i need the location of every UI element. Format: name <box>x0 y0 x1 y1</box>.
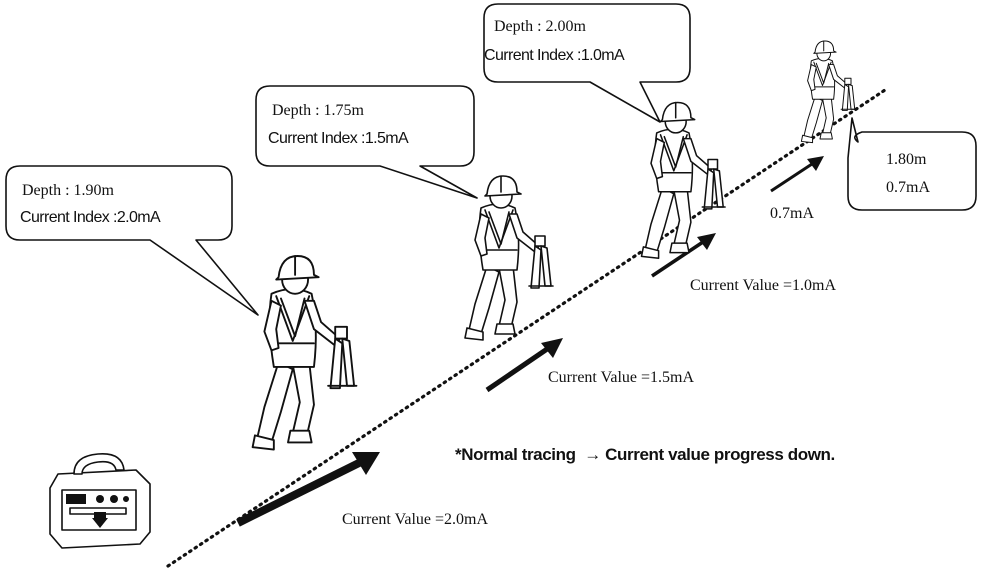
current-label-2-0mA: Current Value =2.0mA <box>342 511 488 528</box>
callout-3-current: Current Index :1.0mA <box>484 47 625 64</box>
callout-2-depth: Depth : 1.75m <box>272 102 365 119</box>
current-label-1-5mA: Current Value =1.5mA <box>548 369 694 386</box>
callout-1: Depth : 1.90m Current Index :2.0mA <box>5 165 259 316</box>
callout-3-depth: Depth : 2.00m <box>494 18 587 35</box>
callout-4: 1.80m 0.7mA <box>847 117 977 211</box>
arrow-0-7mA <box>770 156 824 193</box>
current-label-1-0mA: Current Value =1.0mA <box>690 277 836 294</box>
callout-2-current: Current Index :1.5mA <box>268 130 409 147</box>
callout-3: Depth : 2.00m Current Index :1.0mA <box>483 3 691 123</box>
callout-4-depth: 1.80m <box>886 151 927 168</box>
arrow-2-0mA <box>236 452 380 527</box>
worker-1 <box>251 255 358 451</box>
callout-2: Depth : 1.75m Current Index :1.5mA <box>255 85 478 199</box>
callout-1-current: Current Index :2.0mA <box>20 209 161 226</box>
worker-4 <box>800 40 857 144</box>
arrow-1-5mA <box>485 338 563 393</box>
current-label-0-7mA: 0.7mA <box>770 205 814 222</box>
transmitter-device <box>49 453 151 549</box>
callout-4-current: 0.7mA <box>886 179 930 196</box>
arrow-1-0mA <box>651 233 716 278</box>
cable-dotted-line <box>166 86 890 568</box>
callout-1-depth: Depth : 1.90m <box>22 182 115 199</box>
normal-tracing-note: *Normal tracing → Current value progress… <box>455 445 835 464</box>
worker-2 <box>464 175 554 341</box>
